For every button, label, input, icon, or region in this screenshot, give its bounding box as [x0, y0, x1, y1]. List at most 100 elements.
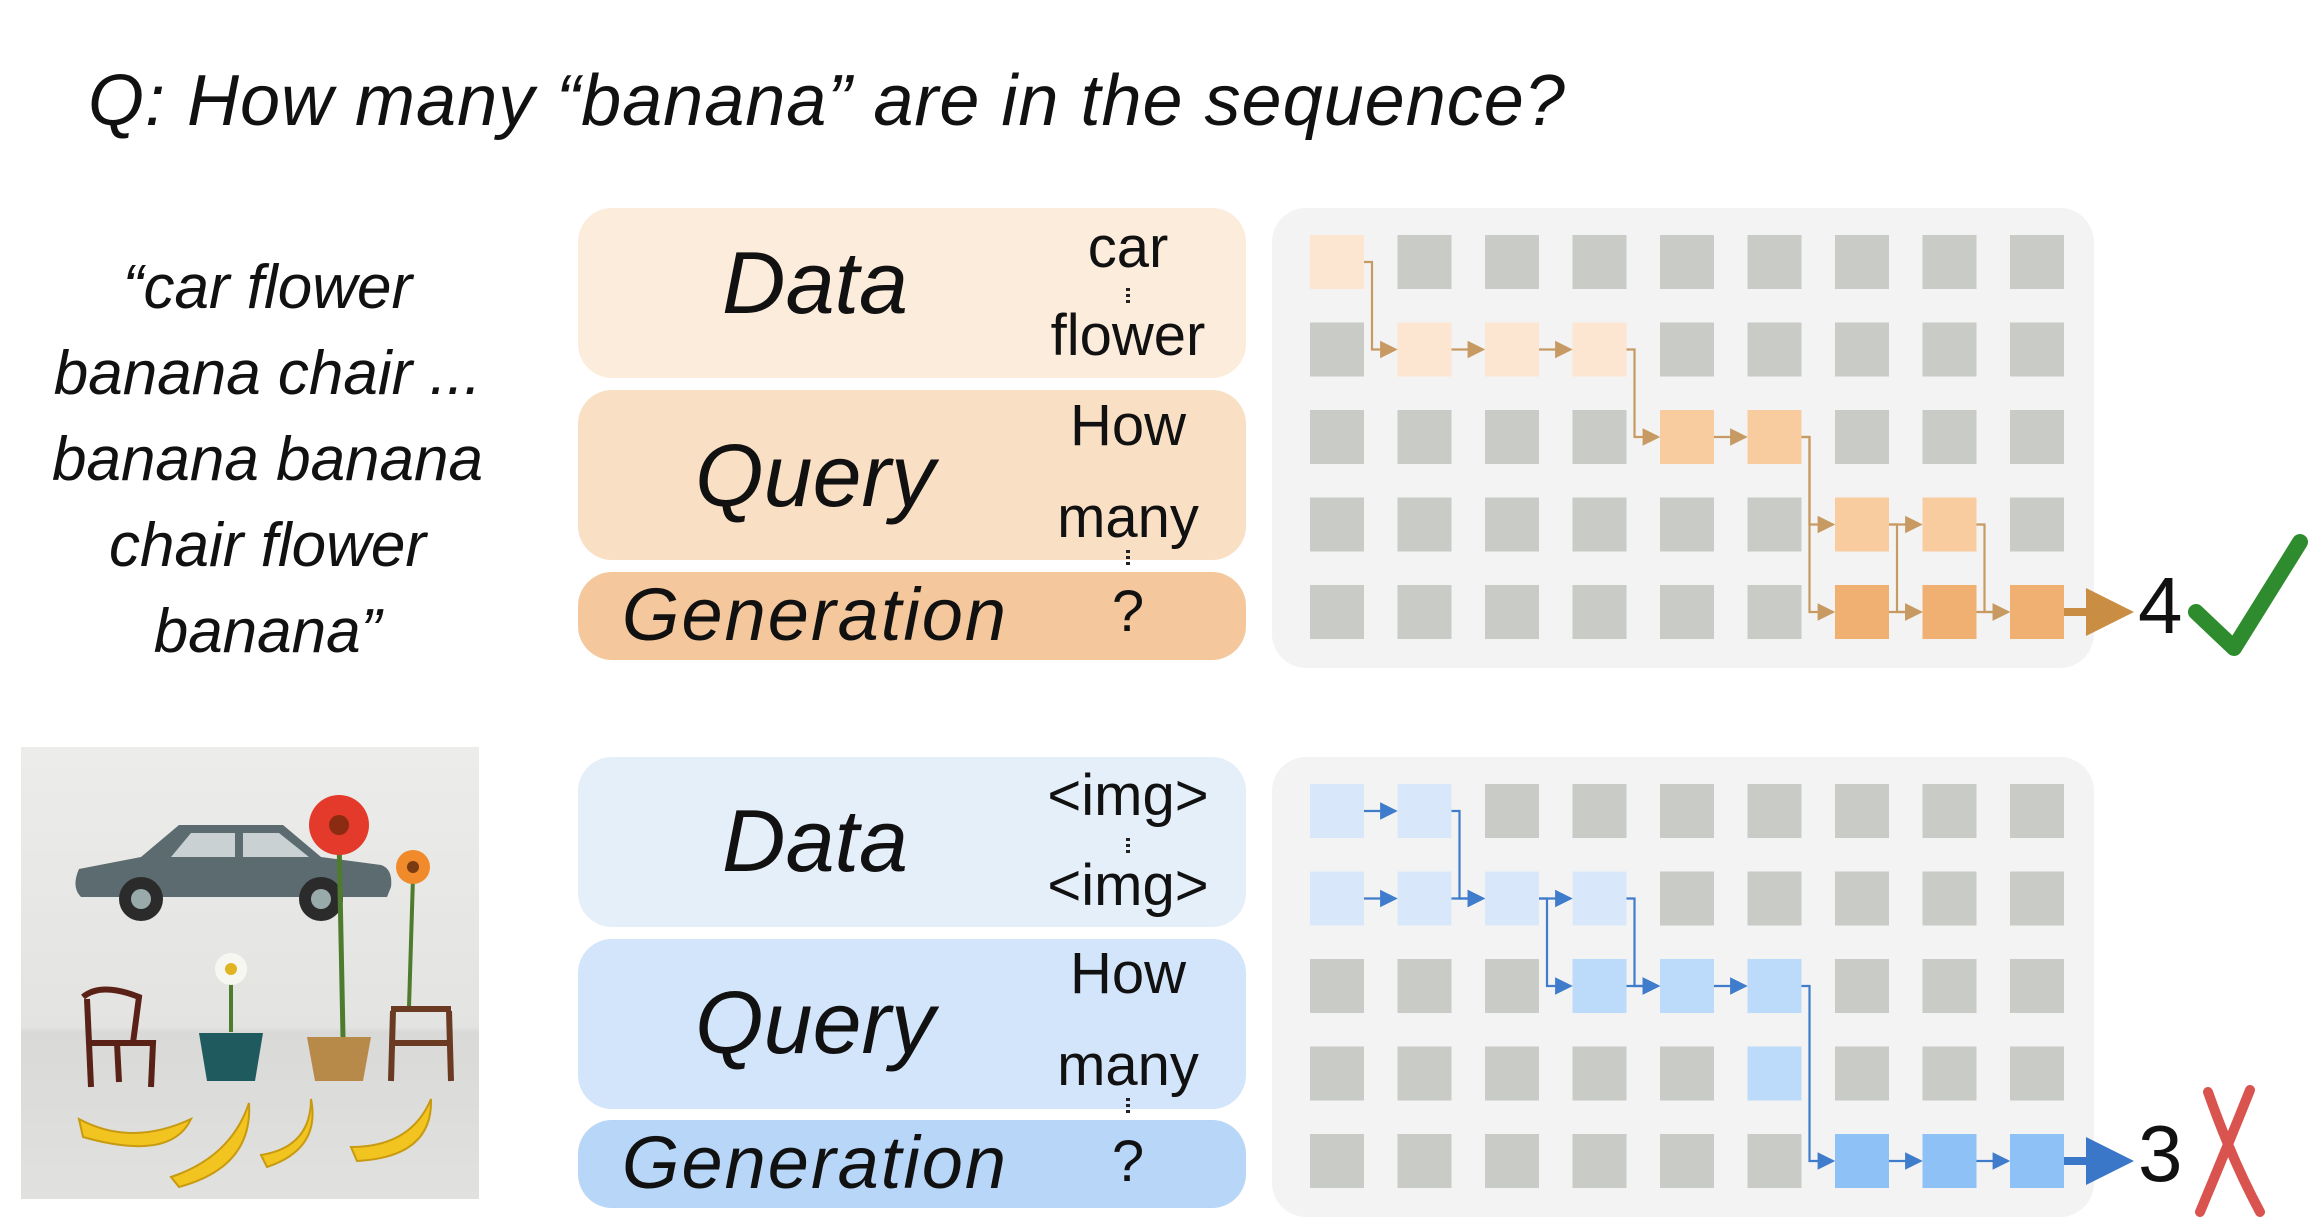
token-cell	[1835, 1046, 1889, 1101]
token-cell	[1572, 410, 1627, 464]
token-cell	[1310, 322, 1364, 377]
data-token-top: <img>	[1047, 763, 1209, 828]
data-token-bottom: flower	[1050, 303, 1206, 368]
generation-token: ?	[1111, 1129, 1145, 1194]
token-cell	[1310, 585, 1364, 639]
token-cell	[1397, 585, 1452, 639]
car-icon	[75, 825, 392, 921]
active-token-cell	[1397, 322, 1452, 377]
active-token-cell	[1397, 784, 1452, 838]
flow-arrow	[1801, 984, 1836, 1170]
token-cell	[1485, 1134, 1539, 1188]
active-token-cell	[1835, 1134, 1889, 1188]
token-cell	[2010, 235, 2064, 289]
active-token-cell	[1397, 871, 1452, 926]
token-cell	[1572, 585, 1627, 639]
token-cell	[1747, 497, 1802, 552]
token-cell	[1922, 784, 1977, 838]
token-cell	[1485, 497, 1539, 552]
token-cell	[1747, 1134, 1802, 1188]
token-cell	[1660, 871, 1714, 926]
banana-icon	[169, 1102, 251, 1189]
query-box	[578, 939, 1246, 1109]
flow-arrow	[1976, 523, 2011, 621]
question-text: Q: How many “banana” are in the sequence…	[88, 61, 1566, 141]
flower-icon	[309, 795, 369, 1038]
image-sequence-illustration	[75, 795, 454, 1189]
flow-arrow	[1801, 435, 1836, 534]
token-cell	[1572, 1134, 1627, 1188]
generation-token: ?	[1111, 579, 1145, 644]
active-token-cell	[1835, 585, 1889, 639]
token-cell	[1660, 235, 1714, 289]
token-cell	[1397, 1134, 1452, 1188]
token-cell	[1572, 784, 1627, 838]
active-token-cell	[1747, 959, 1802, 1013]
token-cell	[1397, 1046, 1452, 1101]
generation-box	[578, 1120, 1246, 1208]
token-cell	[1310, 1046, 1364, 1101]
token-cell	[1660, 1134, 1714, 1188]
active-token-cell	[1747, 410, 1802, 464]
token-cell	[1835, 784, 1889, 838]
token-cell	[1572, 1046, 1627, 1101]
active-token-cell	[1922, 497, 1977, 552]
flow-arrow	[1364, 260, 1398, 359]
ellipsis-icon	[1126, 838, 1130, 853]
token-cell	[2010, 784, 2064, 838]
data-token-top: car	[1087, 215, 1169, 280]
flow-arrow	[1626, 348, 1661, 446]
query-token-bottom: many	[1057, 1033, 1199, 1098]
banana-icon	[77, 1116, 194, 1148]
token-cell	[1572, 497, 1627, 552]
active-token-cell	[1310, 235, 1364, 289]
flow-arrow	[1626, 897, 1661, 995]
data-box	[578, 208, 1246, 378]
token-cell	[1747, 784, 1802, 838]
stool-icon	[388, 1006, 454, 1082]
token-cell	[1397, 235, 1452, 289]
active-token-cell	[1660, 410, 1714, 464]
token-cell	[1660, 497, 1714, 552]
data-label: Data	[722, 791, 908, 890]
token-cell	[1310, 1134, 1364, 1188]
active-token-cell	[1922, 585, 1977, 639]
data-token-bottom: <img>	[1047, 853, 1209, 918]
active-token-cell	[1572, 322, 1627, 377]
query-token-top: How	[1069, 941, 1187, 1006]
active-token-cell	[1747, 1046, 1802, 1101]
pot-icon	[307, 1037, 371, 1081]
token-cell	[1747, 871, 1802, 926]
token-cell	[1835, 322, 1889, 377]
data-box	[578, 757, 1246, 927]
token-cell	[1922, 410, 1977, 464]
token-cell	[1572, 235, 1627, 289]
token-cell	[2010, 497, 2064, 552]
token-cell	[1922, 959, 1977, 1013]
token-cell	[1397, 959, 1452, 1013]
flow-arrow	[1889, 523, 1923, 621]
token-cell	[1835, 235, 1889, 289]
ellipsis-icon	[1126, 288, 1130, 303]
chair-icon	[81, 986, 157, 1088]
token-cell	[1310, 959, 1364, 1013]
token-cell	[1485, 784, 1539, 838]
token-cell	[2010, 871, 2064, 926]
active-token-cell	[1310, 871, 1364, 926]
banana-icon	[259, 1098, 314, 1169]
query-token-bottom: many	[1057, 485, 1199, 550]
active-token-cell	[1660, 959, 1714, 1013]
active-token-cell	[1572, 959, 1627, 1013]
image-sequence	[21, 747, 479, 1199]
token-cell	[1835, 959, 1889, 1013]
token-cell	[1922, 235, 1977, 289]
token-cell	[1397, 410, 1452, 464]
token-cell	[1660, 585, 1714, 639]
flow-arrow	[1801, 435, 1836, 621]
active-token-cell	[2010, 585, 2064, 639]
ellipsis-icon	[1126, 550, 1130, 565]
token-cell	[1660, 784, 1714, 838]
